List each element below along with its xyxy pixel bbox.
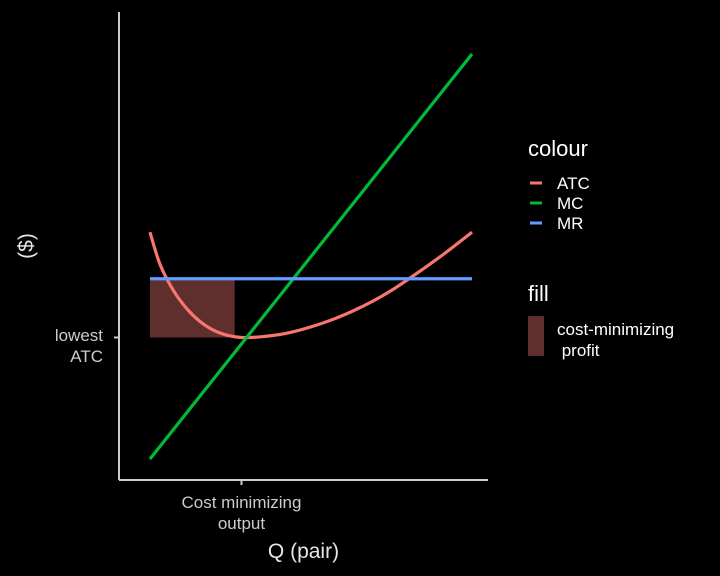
legend-label-fill-line-1: cost-minimizing xyxy=(557,320,674,339)
legend-label-mc: MC xyxy=(557,194,583,213)
legend-label-atc: ATC xyxy=(557,174,590,193)
series-line-atc xyxy=(148,230,473,340)
profit-rectangle xyxy=(149,278,235,338)
y-axis-title: ($) xyxy=(15,233,38,259)
legend-fill-title: fill xyxy=(528,281,549,306)
x-tick-label-line-2: output xyxy=(218,514,266,533)
x-axis-title: Q (pair) xyxy=(268,540,339,563)
plot-area xyxy=(148,53,474,460)
y-tick-label-line-2: ATC xyxy=(70,347,103,366)
series-line-mc xyxy=(148,53,474,460)
y-tick-label-line-1: lowest xyxy=(55,326,103,345)
legend-colour-title: colour xyxy=(528,136,588,161)
legend-label-mr: MR xyxy=(557,214,583,233)
legend-key-fill xyxy=(528,316,544,356)
legend-label-fill-line-2: profit xyxy=(557,341,600,360)
x-tick-label-line-1: Cost minimizing xyxy=(181,493,301,512)
